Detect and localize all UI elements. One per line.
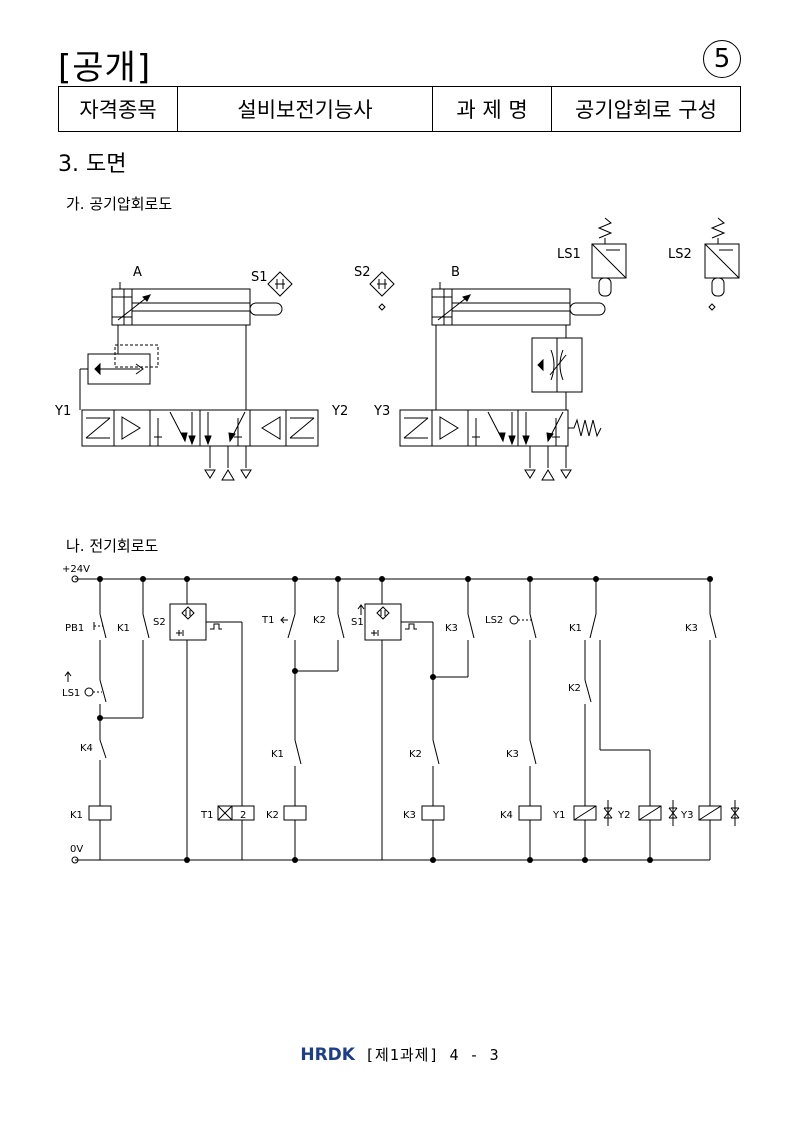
section-title: 3. 도면	[58, 152, 127, 177]
label-k2-contact: K2	[313, 615, 326, 626]
label-ls2: LS2	[668, 247, 692, 262]
task-name-label: 과 제 명	[432, 86, 552, 132]
label-ls1: LS1	[62, 688, 80, 699]
public-label: [공개]	[58, 48, 152, 88]
sensor-s1-relay	[364, 603, 402, 641]
sensor-s2-relay	[169, 603, 207, 641]
cylinder-a	[111, 282, 283, 326]
label-s2: S2	[153, 617, 166, 628]
label-s2: S2	[354, 265, 371, 280]
label-y3-coil: Y3	[680, 810, 693, 821]
label-ls1: LS1	[557, 247, 581, 262]
label-t1-value: 2	[240, 810, 246, 821]
label-k1-contact-2: K1	[569, 623, 582, 634]
label-k3-coil: K3	[403, 810, 416, 821]
footer: HRDK [제1과제] 4 - 3	[0, 1044, 800, 1065]
label-y2: Y2	[331, 404, 348, 419]
label-y1: Y1	[54, 404, 71, 419]
shuttle-valve	[79, 344, 159, 410]
label-y3: Y3	[373, 404, 390, 419]
cylinder-b	[431, 282, 606, 326]
sensor-s1	[267, 271, 293, 297]
label-k1-contact: K1	[117, 623, 130, 634]
label-t1-contact: T1	[261, 615, 274, 626]
label-s1: S1	[251, 270, 268, 285]
label-k4-coil: K4	[500, 810, 513, 821]
timer-t1-coil	[217, 805, 255, 821]
limit-switch-ls1	[591, 217, 627, 297]
page-number-circle: 5	[703, 40, 741, 78]
limit-switch-ls2	[704, 217, 740, 311]
hrdk-logo: HRDK	[300, 1045, 355, 1065]
valve-b	[399, 409, 602, 481]
electric-diagram-title: 나. 전기회로도	[66, 537, 159, 555]
label-k1-coil: K1	[70, 810, 83, 821]
footer-text: [제1과제] 4 - 3	[364, 1046, 500, 1064]
task-name-value: 공기압회로 구성	[551, 86, 741, 132]
label-k2-contact-3: K2	[409, 749, 422, 760]
flow-control-valve	[531, 337, 583, 410]
label-k3-contact-3: K3	[506, 749, 519, 760]
label-ls2: LS2	[485, 615, 503, 626]
label-cyl-a: A	[133, 265, 142, 280]
label-24v: +24V	[62, 564, 90, 575]
pneumatic-diagram-title: 가. 공기압회로도	[66, 195, 173, 213]
label-cyl-b: B	[451, 265, 460, 280]
label-y2-coil: Y2	[617, 810, 630, 821]
label-s1: S1	[351, 617, 364, 628]
label-k3-contact-2: K3	[685, 623, 698, 634]
qualification-label: 자격종목	[58, 86, 178, 132]
label-k2-coil: K2	[266, 810, 279, 821]
label-k4-contact: K4	[80, 743, 93, 754]
info-table: 자격종목 설비보전기능사 과 제 명 공기압회로 구성	[58, 86, 741, 132]
sensor-s2	[369, 271, 395, 311]
label-0v: 0V	[70, 844, 83, 855]
label-pb1: PB1	[65, 623, 84, 634]
label-t1-coil: T1	[200, 810, 213, 821]
label-k3-contact: K3	[445, 623, 458, 634]
label-k1-contact-3: K1	[271, 749, 284, 760]
valve-a	[81, 409, 319, 481]
label-k2-contact-2: K2	[568, 683, 581, 694]
label-y1-coil: Y1	[552, 810, 565, 821]
